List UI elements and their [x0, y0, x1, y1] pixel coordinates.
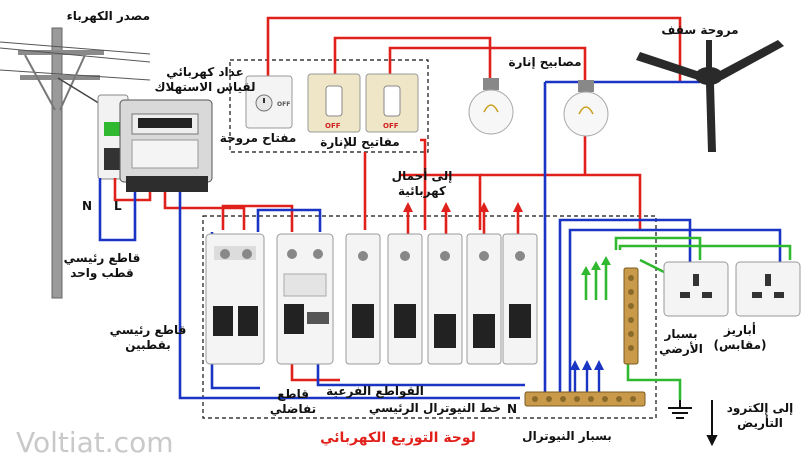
lamp-1 — [468, 78, 514, 135]
label-l-letter: L — [114, 199, 122, 213]
neutral-busbar — [524, 391, 646, 407]
label-earth-electrode-2: التأريض — [737, 415, 783, 430]
label-main-breaker-double-1: قاطع رئيسي — [110, 323, 187, 337]
label-n-letter: N — [82, 199, 92, 213]
ground-symbol — [668, 400, 718, 447]
energy-meter — [119, 99, 213, 192]
ceiling-fan — [636, 40, 784, 152]
label-sockets-2: (مقابس) — [713, 338, 766, 352]
rcd-breaker — [276, 233, 334, 365]
label-neutral-busbar: بسبار النيوترال — [522, 429, 612, 444]
distribution-panel-border — [202, 215, 657, 419]
panel-title: لوحة التوزيع الكهربائي — [320, 430, 476, 446]
earth-arrows — [581, 256, 611, 275]
label-lamps: مصابيح إنارة — [508, 55, 581, 69]
label-neutral-main-line: خط النيوترال الرئيسي — [369, 401, 501, 416]
label-branch-breakers: القواطع الفرعية — [326, 384, 424, 399]
label-to-loads-2: كهربائية — [398, 184, 446, 198]
switch-off-text-2: OFF — [325, 122, 341, 130]
label-main-breaker-double-2: بقطبين — [125, 338, 170, 352]
label-ceiling-fan: مروحة سقف — [661, 23, 738, 38]
label-earth-electrode-1: إلى إلكترود — [727, 401, 794, 416]
label-rcd-2: تفاضلي — [270, 402, 316, 416]
label-rcd-1: قاطع — [277, 387, 309, 401]
branch-breaker-3 — [427, 233, 463, 365]
label-main-switch-single-1: قاطع رئيسي — [64, 251, 141, 265]
label-meter-2: لقياس الاستهلاك — [154, 80, 255, 94]
label-meter-1: عداد كهربائي — [166, 65, 244, 79]
switch-off-text-3: OFF — [383, 122, 399, 130]
watermark: Voltiat.com — [16, 426, 174, 459]
socket-1 — [663, 261, 729, 317]
fan-switch — [245, 75, 293, 129]
branch-breaker-4 — [466, 233, 502, 365]
light-switch-2 — [365, 73, 419, 133]
label-to-loads-1: إلى أحمال — [392, 168, 453, 183]
switch-box-border — [229, 59, 429, 153]
label-n-busbar: N — [507, 402, 517, 416]
load-arrows — [403, 202, 523, 212]
light-switch-1 — [307, 73, 361, 133]
label-earth-busbar-2: الأرضي — [659, 341, 703, 356]
label-sockets-1: أباريز — [723, 322, 756, 337]
label-light-switches: مفاتيح للإنارة — [320, 135, 399, 149]
switch-off-text-1: OFF — [277, 101, 290, 108]
earth-busbar — [623, 267, 639, 365]
label-power-source: مصدر الكهرباء — [67, 9, 150, 23]
neutral-wires — [98, 80, 782, 400]
branch-breaker-5 — [502, 233, 538, 365]
utility-pole — [0, 27, 151, 299]
label-fan-switch: مفتاح مروحة — [220, 131, 297, 146]
branch-breaker-1 — [345, 233, 381, 365]
label-earth-busbar-1: بسبار — [663, 327, 697, 341]
lamp-2 — [563, 80, 609, 137]
label-main-switch-single-2: قطب واحد — [70, 266, 134, 281]
neutral-arrows — [570, 360, 604, 370]
main-breaker-double — [205, 233, 265, 365]
socket-2 — [735, 261, 801, 317]
branch-breaker-2 — [387, 233, 423, 365]
